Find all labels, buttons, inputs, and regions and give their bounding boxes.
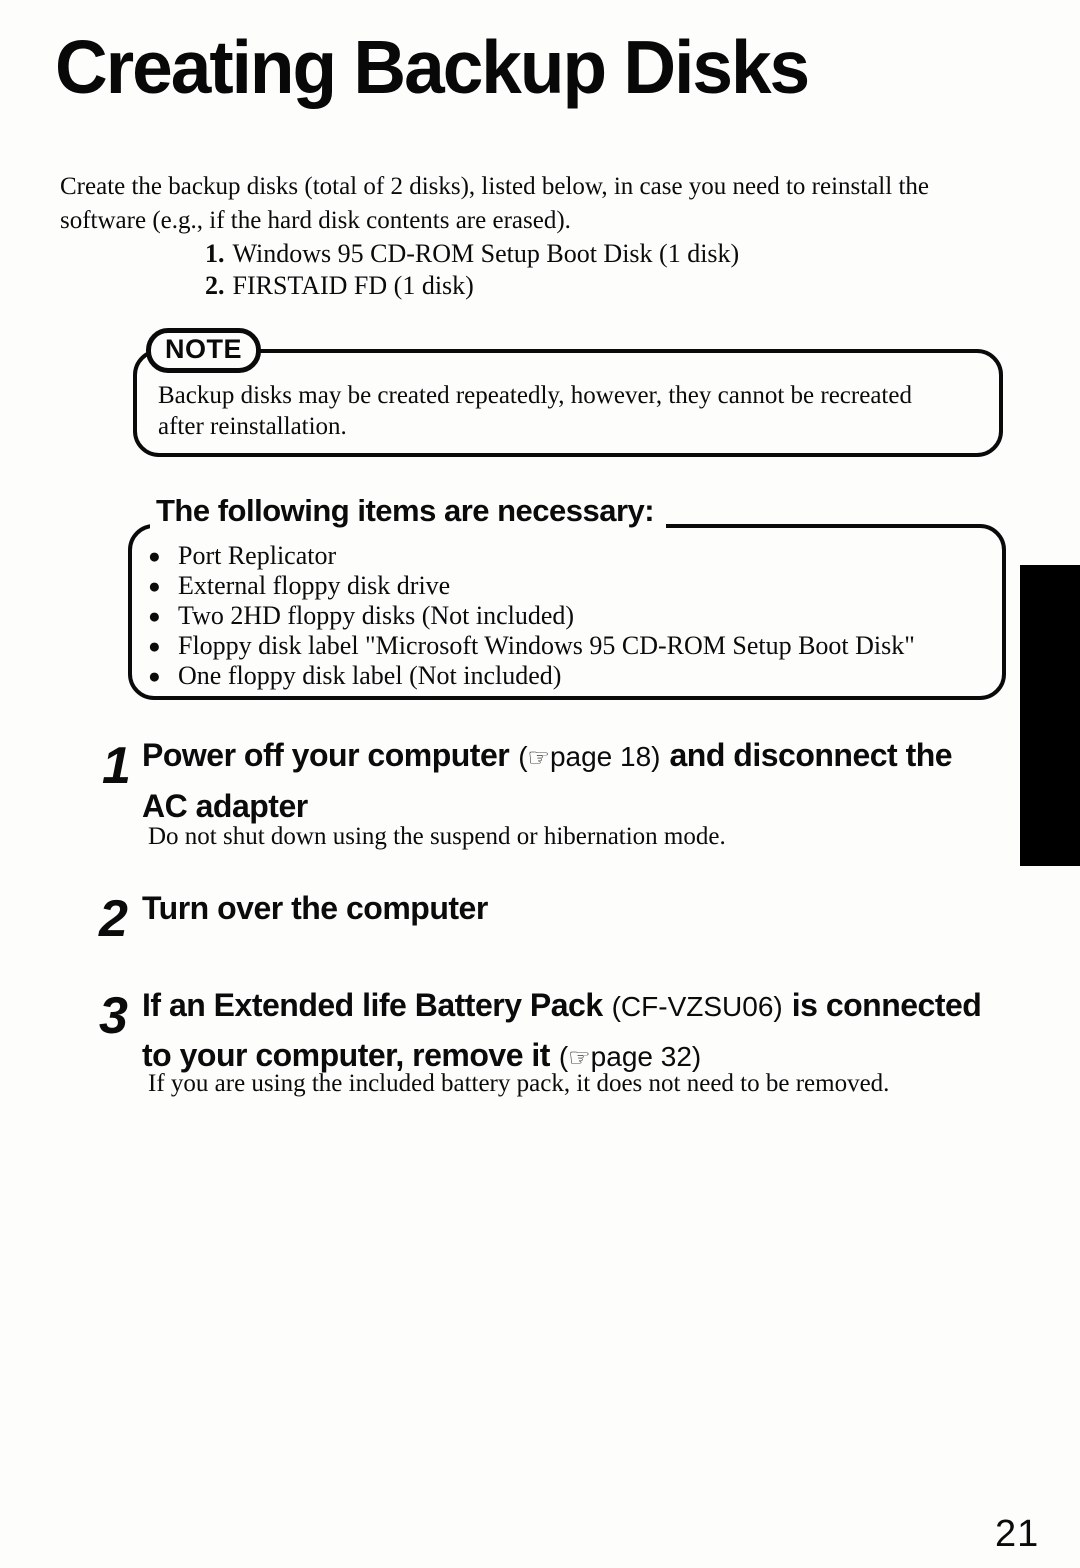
- page-reference: (☞page 18): [518, 741, 660, 772]
- note-line-2: after reinstallation.: [158, 413, 347, 440]
- ref-paren: (: [558, 1041, 569, 1072]
- note-line-1: Backup disks may be created repeatedly, …: [158, 382, 912, 409]
- step-1-bold-text: and disconnect the: [669, 737, 953, 773]
- list-item-text: Floppy disk label "Microsoft Windows 95 …: [178, 631, 915, 660]
- ref-text: page 18): [549, 741, 661, 772]
- step-3-heading: If an Extended life Battery Pack (CF-VZSU…: [142, 981, 990, 1082]
- battery-model-text: (CF-VZSU06): [611, 991, 783, 1022]
- list-item-text: One floppy disk label (Not included): [178, 661, 562, 690]
- page-number: 21: [995, 1513, 1040, 1555]
- list-item: ● Floppy disk label "Microsoft Windows 95…: [148, 631, 915, 661]
- list-item-text: External floppy disk drive: [178, 571, 451, 600]
- page-title: Creating Backup Disks: [55, 25, 810, 110]
- page-reference: (☞page 32): [559, 1041, 701, 1072]
- bullet-icon: ●: [148, 634, 161, 658]
- step-2-heading: Turn over the computer: [142, 884, 488, 932]
- step-3-number: 3: [99, 987, 128, 1045]
- step-1-heading: Power off your computer (☞page 18) and dis…: [142, 731, 961, 830]
- list-item: ● Two 2HD floppy disks (Not included): [148, 601, 915, 631]
- note-text: Backup disks may be created repeatedly, …: [158, 380, 988, 442]
- ref-paren: (: [518, 741, 528, 772]
- bullet-icon: ●: [148, 664, 161, 688]
- necessary-items-heading: The following items are necessary:: [150, 493, 667, 529]
- list-item: 2.FIRSTAID FD (1 disk): [205, 270, 739, 302]
- step-3-bold-text: is connected: [791, 987, 982, 1023]
- step-1-bold-text: Power off your computer: [142, 737, 510, 773]
- list-item: ● Port Replicator: [148, 541, 915, 571]
- step-1-body: Do not shut down using the suspend or hi…: [148, 823, 726, 850]
- pointing-hand-icon: ☞: [527, 743, 550, 772]
- list-item-text: Windows 95 CD-ROM Setup Boot Disk (1 dis…: [232, 239, 740, 268]
- pointing-hand-icon: ☞: [568, 1043, 591, 1072]
- list-item-text: Port Replicator: [178, 541, 337, 570]
- step-1-number: 1: [102, 737, 131, 795]
- list-item: ● One floppy disk label (Not included): [148, 661, 915, 691]
- section-tab-marker: [1020, 565, 1080, 866]
- bullet-icon: ●: [148, 544, 161, 568]
- step-1-bold-line2: AC adapter: [142, 788, 308, 824]
- bullet-icon: ●: [148, 604, 161, 628]
- list-item: 1.Windows 95 CD-ROM Setup Boot Disk (1 d…: [205, 238, 739, 270]
- list-item-number: 1.: [205, 239, 225, 268]
- step-3-bold-text: If an Extended life Battery Pack: [142, 987, 603, 1023]
- intro-line-1: Create the backup disks (total of 2 disk…: [60, 173, 929, 200]
- step-2-number: 2: [99, 890, 128, 948]
- intro-paragraph: Create the backup disks (total of 2 disk…: [60, 170, 1040, 238]
- step-3-body: If you are using the included battery pa…: [148, 1070, 890, 1097]
- step-2-bold-text: Turn over the computer: [142, 890, 488, 926]
- step-3-bold-line2: to your computer, remove it: [142, 1037, 550, 1073]
- ref-text: page 32): [590, 1041, 702, 1072]
- list-item: ● External floppy disk drive: [148, 571, 915, 601]
- backup-disk-list: 1.Windows 95 CD-ROM Setup Boot Disk (1 d…: [205, 238, 739, 302]
- necessary-items-list: ● Port Replicator ● External floppy disk d…: [148, 541, 915, 691]
- note-badge: NOTE: [146, 328, 262, 373]
- list-item-text: Two 2HD floppy disks (Not included): [178, 601, 575, 630]
- bullet-icon: ●: [148, 574, 161, 598]
- intro-line-2: software (e.g., if the hard disk content…: [60, 207, 571, 234]
- list-item-number: 2.: [205, 271, 225, 300]
- note-box: [133, 349, 1003, 457]
- list-item-text: FIRSTAID FD (1 disk): [232, 271, 474, 300]
